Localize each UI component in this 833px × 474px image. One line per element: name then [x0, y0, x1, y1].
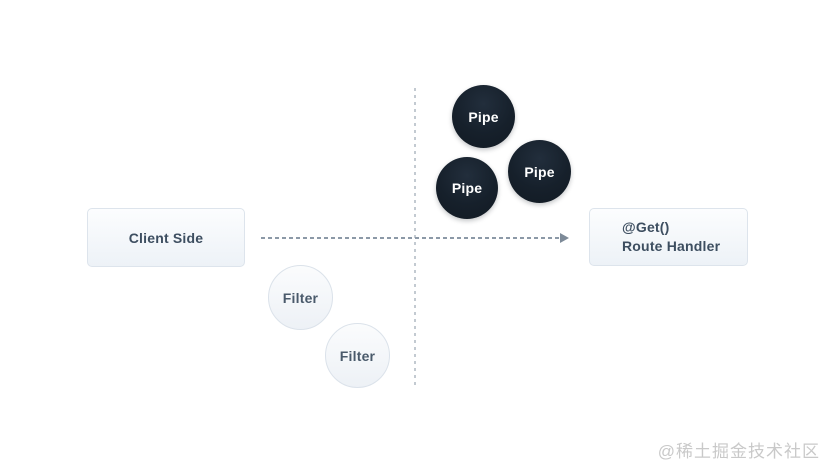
pipe-node: Pipe [452, 85, 515, 148]
pipe-label: Pipe [524, 163, 555, 180]
route-handler-label: Route Handler [622, 238, 721, 254]
vertical-dashed-divider [414, 88, 416, 385]
pipe-label: Pipe [451, 180, 483, 196]
pipe-node: Pipe [436, 157, 498, 219]
filter-label: Filter [339, 347, 376, 364]
filter-node: Filter [325, 323, 390, 388]
arrowhead-icon [560, 233, 569, 243]
watermark: @稀土掘金技术社区 [657, 442, 820, 461]
client-side-label: Client Side [128, 229, 204, 246]
request-flow-arrow-line [261, 237, 562, 239]
route-handler-decorator-label: @Get() [622, 219, 670, 235]
route-handler-node: @Get() Route Handler [589, 208, 748, 266]
filter-label: Filter [282, 289, 319, 306]
pipe-label: Pipe [468, 108, 499, 125]
filter-node: Filter [268, 265, 333, 330]
pipe-node: Pipe [508, 140, 571, 203]
client-side-node: Client Side [87, 208, 245, 267]
